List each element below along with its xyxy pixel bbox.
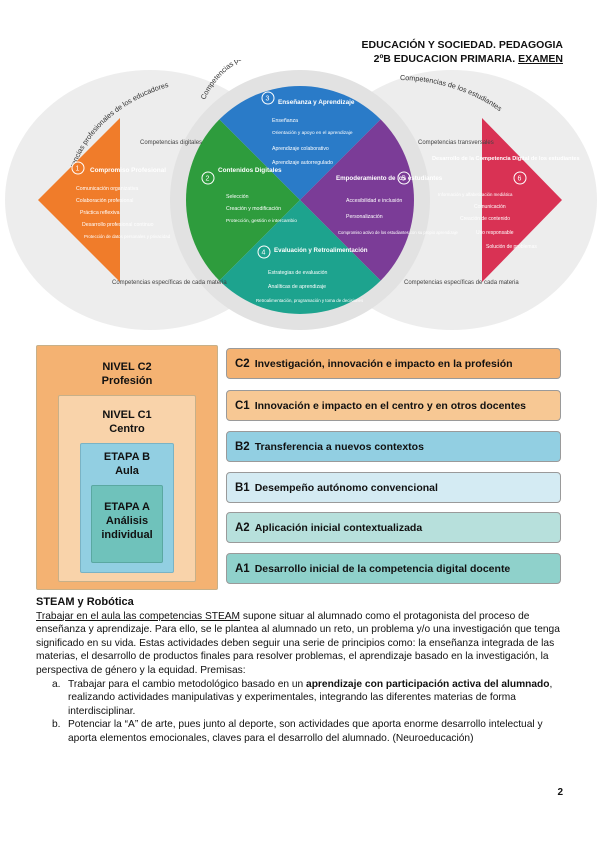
section-6-item: Solución de problemas [486,244,537,250]
section-6-title: Desarrollo de la Competencia Digital de … [432,156,580,162]
stage-b-title: ETAPA B [103,451,151,463]
header-line-1: EDUCACIÓN Y SOCIEDAD. PEDAGOGIA [361,39,563,51]
section-4-item: Retroalimentación, programación y toma d… [256,298,364,303]
badge-4: 4 [262,250,266,257]
badge-5: 5 [402,176,406,183]
section-4-item: Analíticas de aprendizaje [268,284,326,290]
section-3-item: Enseñanza [272,118,298,124]
page-number: 2 [557,787,563,798]
stage-a-box: ETAPA A Análisis individual [91,485,163,563]
premises-list: a.Trabajar para el cambio metodológico b… [36,678,563,746]
section-1-item: Protección de datos personales y privaci… [84,234,171,239]
section-5-title: Empoderamiento de los estudiantes [336,175,443,182]
badge-3: 3 [266,96,270,103]
section-6-item: Información y alfabetización mediática [438,192,513,197]
digcompedu-wheel: Competencias profesionales de los educad… [5,60,597,330]
section-3-title: Enseñanza y Aprendizaje [278,99,355,106]
steam-section: STEAM y Robótica Trabajar en el aula las… [36,596,563,746]
stage-a-sub: Análisis individual [101,515,153,541]
section-6-item: Comunicación [474,204,506,210]
section-2-item: Creación y modificación [226,206,281,212]
badge-2: 2 [206,176,210,183]
side-label-transversal: Competencias transversales [418,140,494,146]
document-header: EDUCACIÓN Y SOCIEDAD. PEDAGOGIA 2ºB EDUC… [362,38,563,66]
level-c1-sub: Centro [109,423,145,435]
section-1-shape [38,118,120,282]
section-6-item: Uso responsable [476,230,514,236]
list-item: a.Trabajar para el cambio metodológico b… [52,678,553,717]
section-5-item: Compromiso activo de los estudiantes con… [338,230,459,235]
section-6-item: Creación de contenido [460,216,510,222]
section-2-title: Contenidos Digitales [218,167,282,174]
level-c2-title: NIVEL C2 [102,361,152,373]
section-4-title: Evaluación y Retroalimentación [274,247,368,254]
side-label-digital: Competencias digitales [140,140,202,146]
level-c2-sub: Profesión [101,375,153,387]
section-5-item: Accesibilidad e inclusión [346,198,402,204]
stage-b-sub: Aula [115,465,139,477]
badge-1: 1 [76,166,80,173]
section-1-item: Práctica reflexiva [80,210,120,216]
number-badges: 1 2 3 4 5 6 [71,91,527,259]
section-3-shape [219,86,381,200]
section-1-item: Colaboración profesional [76,198,133,204]
section-2-item: Selección [226,194,249,200]
section-3-item: Aprendizaje autorregulado [272,160,333,166]
section-3-item: Orientación y apoyo en el aprendizaje [272,130,353,136]
list-item: b.Potenciar la “A” de arte, pues junto a… [52,719,543,744]
section-1-title: Compromiso Profesional [90,167,166,174]
level-c1-title: NIVEL C1 [102,409,152,421]
progression-levels: NIVEL C2 Profesión NIVEL C1 Centro ETAPA… [36,345,563,590]
side-label-specific-left: Competencias específicas de cada materia [112,280,227,286]
section-2-item: Protección, gestión e intercambio [226,218,297,224]
section-heading: STEAM y Robótica [36,596,134,608]
section-4-shape [219,200,381,314]
section-4-item: Estrategias de evaluación [268,270,328,276]
section-3-item: Aprendizaje colaborativo [272,146,329,152]
intro-paragraph: Trabajar en el aula las competencias STE… [36,610,560,676]
badge-6: 6 [518,176,522,183]
section-5-shape [300,119,414,281]
side-label-specific-right: Competencias específicas de cada materia [404,280,519,286]
section-6-shape [482,118,562,282]
header-line-2: 2ºB EDUCACION PRIMARIA. EXAMEN [373,53,563,65]
section-1-item: Desarrollo profesional continuo [82,222,154,228]
stage-a-title: ETAPA A [104,501,150,513]
section-1-item: Comunicación organizativa [76,186,138,192]
section-5-item: Personalización [346,214,383,220]
section-2-shape [186,119,300,281]
